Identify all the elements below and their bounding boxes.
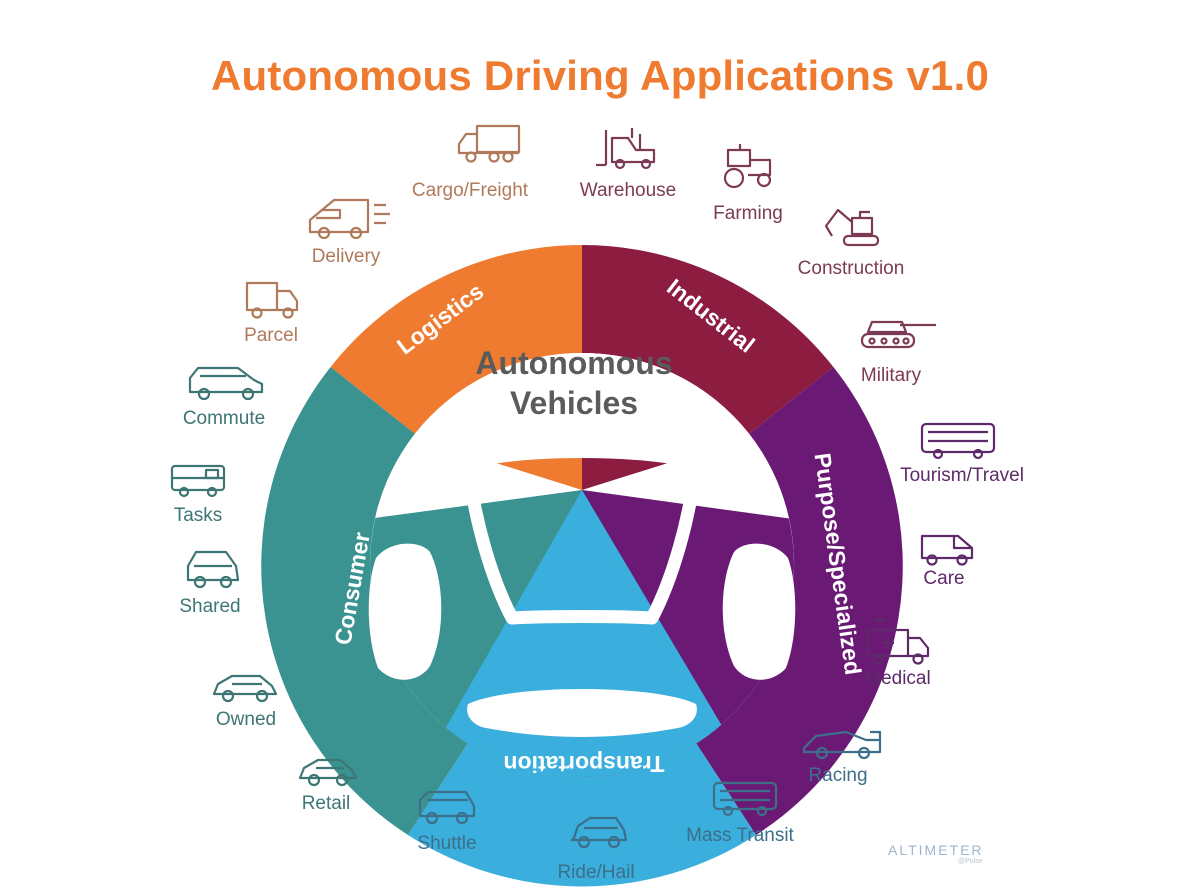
item-label-tasks: Tasks [174, 505, 223, 526]
bus-icon [712, 781, 778, 817]
truck-icon [457, 124, 521, 163]
spoke-hole-right [722, 543, 796, 680]
race-car-icon [802, 730, 882, 760]
page-title: Autonomous Driving Applications v1.0 [210, 52, 990, 99]
item-label-military: Military [861, 365, 922, 386]
item-label-cargo: Cargo/Freight [412, 180, 529, 201]
item-label-parcel: Parcel [244, 325, 298, 346]
sedan-icon [212, 674, 278, 703]
car-icon [298, 758, 358, 787]
item-label-medical: Medical [865, 668, 930, 689]
item-label-delivery: Delivery [312, 246, 381, 267]
item-label-mass-transit: Mass Transit [686, 825, 794, 846]
suv-icon [188, 366, 264, 401]
item-label-shuttle: Shuttle [417, 833, 476, 854]
segment-logistics [330, 245, 582, 434]
rv-icon [170, 464, 226, 498]
item-label-retail: Retail [302, 793, 351, 814]
center-title-line1: Autonomous [475, 345, 672, 381]
item-label-ride-hail: Ride/Hail [557, 862, 634, 883]
item-label-warehouse: Warehouse [580, 180, 676, 201]
spoke-hole-left [368, 543, 442, 680]
item-label-racing: Racing [808, 765, 867, 786]
segment-industrial [582, 245, 834, 434]
segment-consumer [261, 367, 468, 835]
center-title-line2: Vehicles [510, 385, 638, 421]
brand-logo-sub: @Pulse [958, 858, 983, 865]
item-label-commute: Commute [183, 408, 265, 429]
brand-logo: ALTIMETER [888, 842, 984, 858]
item-label-owned: Owned [216, 709, 276, 730]
tractor-icon [723, 144, 772, 189]
ambulance-icon [866, 618, 930, 665]
item-label-construction: Construction [798, 258, 905, 279]
shuttle-icon [418, 790, 476, 825]
hub-outline [461, 445, 703, 625]
forklift-icon [596, 128, 656, 170]
spoke-hole-bottom [467, 689, 697, 737]
item-label-tourism: Tourism/Travel [900, 465, 1024, 486]
segment-transportation [408, 743, 756, 887]
delivery-van-icon [308, 198, 390, 240]
item-label-care: Care [923, 568, 964, 589]
van-icon [920, 534, 974, 566]
item-label-farming: Farming [713, 203, 783, 224]
tank-icon [860, 320, 936, 349]
compact-car-icon [570, 816, 628, 849]
small-car-icon [186, 550, 240, 589]
box-truck-icon [245, 281, 299, 319]
item-label-shared: Shared [179, 596, 240, 617]
coach-bus-icon [920, 422, 996, 460]
segment-label-transportation: Transportation [503, 751, 664, 777]
excavator-icon [824, 208, 880, 247]
segment-purpose [696, 367, 903, 835]
